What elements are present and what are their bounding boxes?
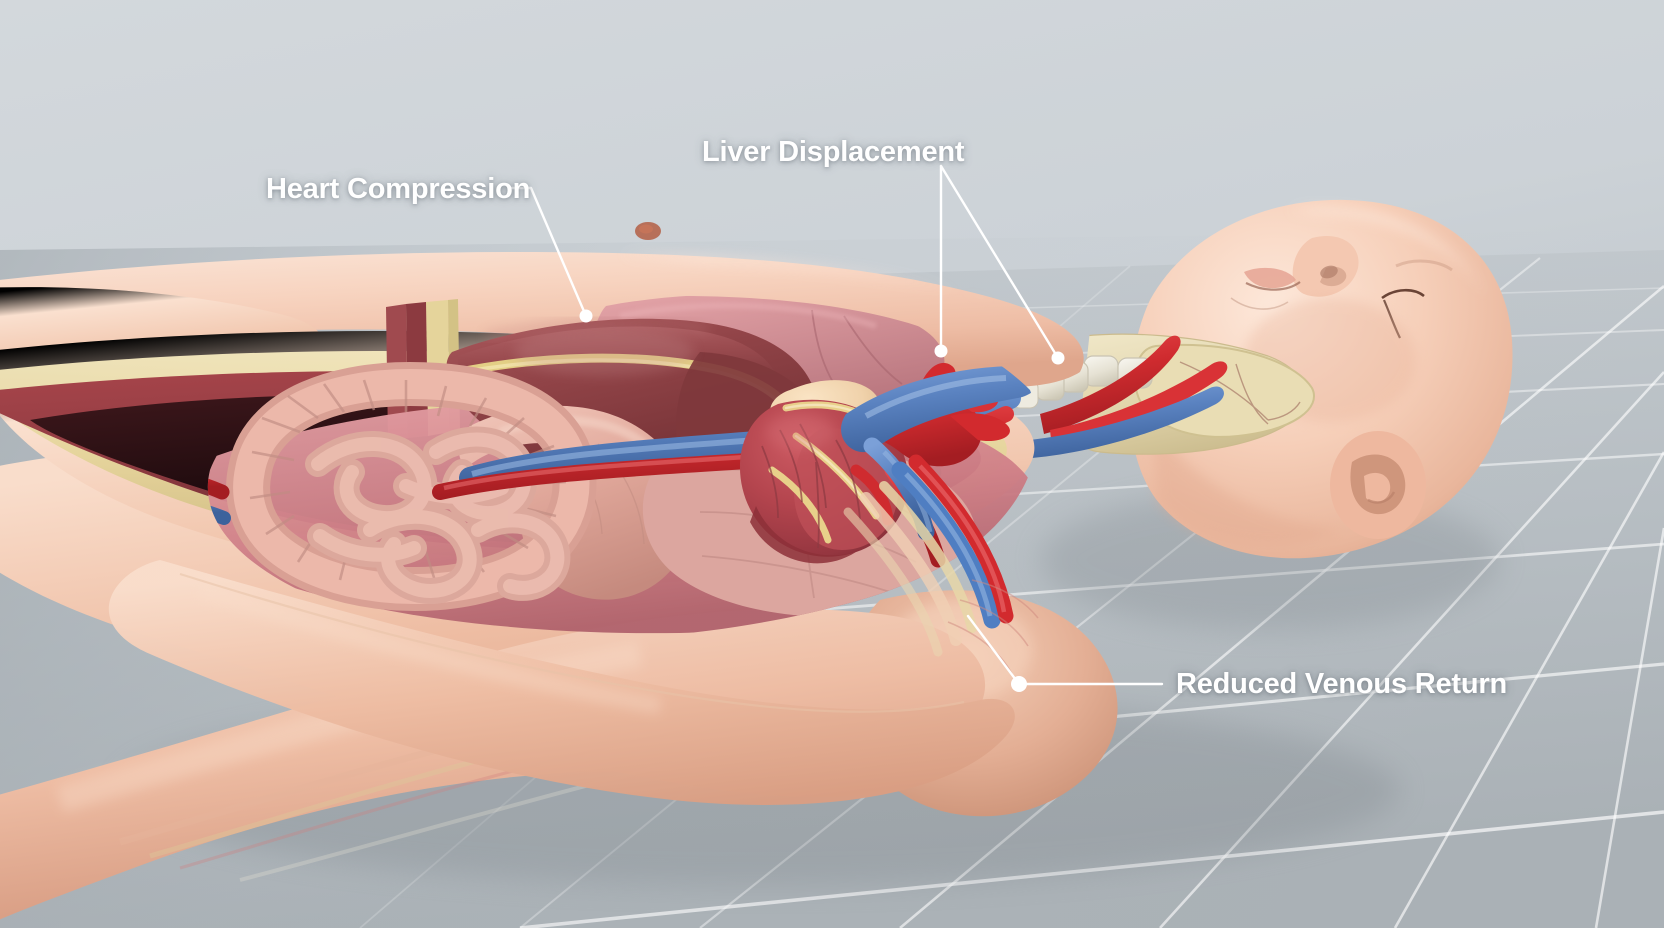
lower-abdomen-flap bbox=[108, 560, 1015, 805]
carotid-branch bbox=[1050, 361, 1228, 448]
small-intestine bbox=[305, 426, 571, 604]
exiting-vessels bbox=[843, 454, 1039, 675]
callout-label-liver-displacement: Liver Displacement bbox=[702, 136, 965, 168]
callout-label-heart-compression: Heart Compression bbox=[266, 173, 531, 205]
ear bbox=[1330, 431, 1426, 539]
leader-reduced-venous-return bbox=[966, 614, 1164, 692]
lips bbox=[1244, 267, 1296, 289]
leader-heart-compression bbox=[510, 186, 593, 323]
callout-leaders bbox=[510, 164, 1164, 692]
eye-closed bbox=[1381, 288, 1425, 300]
leader-liver-displacement bbox=[934, 164, 1065, 365]
callout-label-reduced-venous-return: Reduced Venous Return bbox=[1176, 668, 1507, 700]
cervical-structures bbox=[1011, 335, 1228, 458]
carotid-artery bbox=[1040, 335, 1181, 434]
jugular-vein bbox=[1030, 386, 1224, 458]
head-and-neck bbox=[1129, 199, 1513, 559]
organs bbox=[207, 295, 1038, 634]
